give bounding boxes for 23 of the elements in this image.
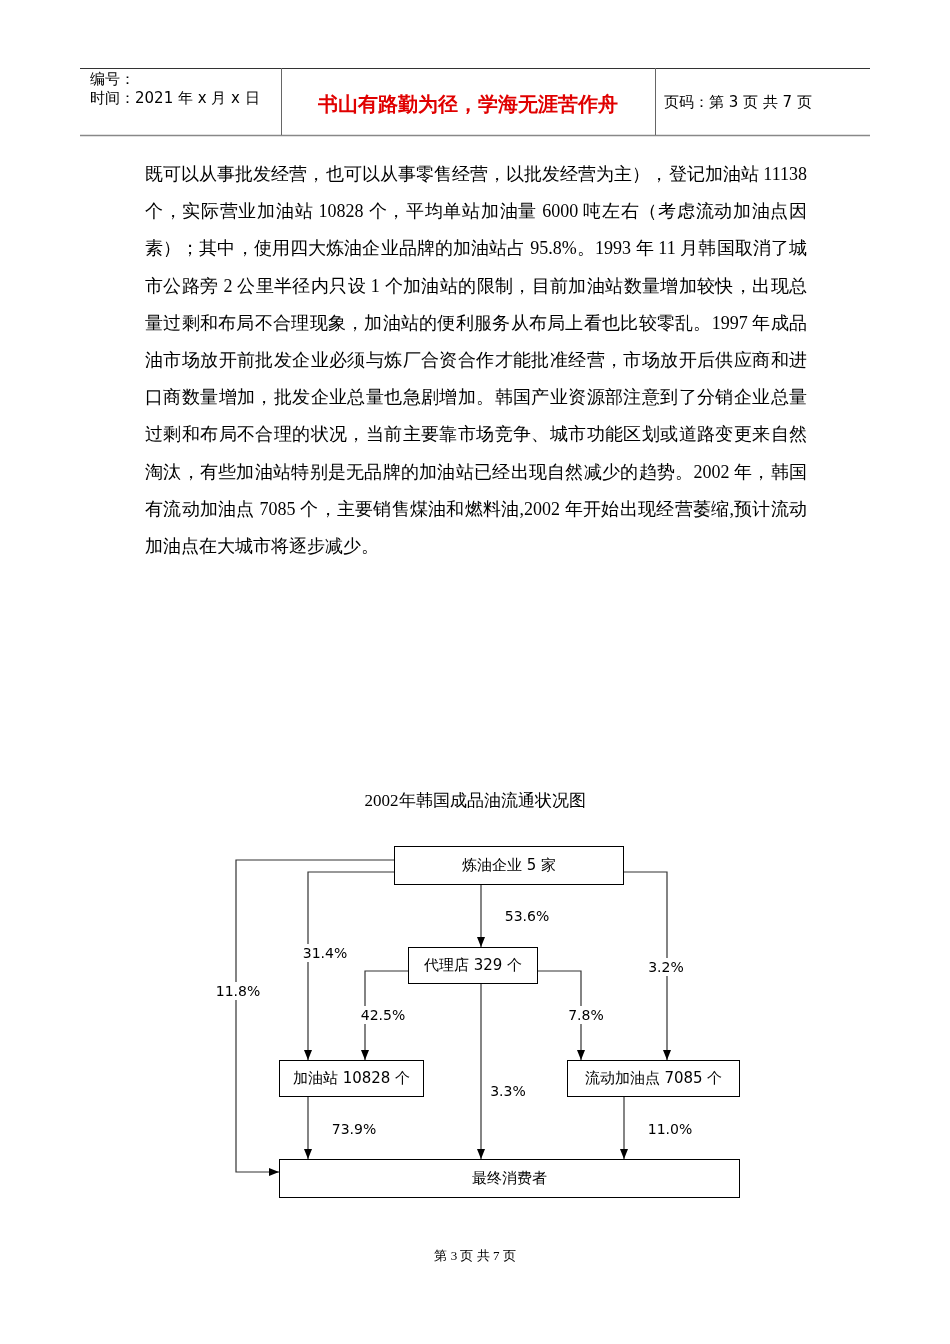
header-field: 编号： xyxy=(90,70,135,89)
edge-label: 42.5% xyxy=(358,1006,408,1024)
body-paragraph: 既可以从事批发经营，也可以从事零售经营，以批发经营为主），登记加油站 11138 个，实际营业加油站 10828 个，平均单站加油量 6000 吨左右（考虑流动加油点因素）；其中，使用四大炼油企业品牌的加油站占 95.8%。1993 年 11 月韩国取消了城市公路旁 2 公里半径内只设 1 个加油站的限制，目前加油站数量增加较快，出现总量过剩和布局不合理现象，加油站的便利服务从布局上看也比较零乱。1997 年成品油市场放开前批发企业必须与炼厂合资合作才能批准经营，市场放开后供应商和进口商数量增加，批发企业总量也急剧增加。韩国产业资源部注意到了分销企业总量过剩和布局不合理的状况，当前主要靠市场竞争、城市功能区划或道路变更来自然淘汰，有些加油站特别是无品牌的加油站已经出现自然减少的趋势。2002 年，韩国有流动加油点 7085 个，主要销售煤油和燃料油,2002 年开始出现经营萎缩,预计流动加油点在大城市将逐步减少。 xyxy=(145,163,807,559)
process-box: 加油站 10828 个 xyxy=(279,1060,424,1097)
arrow xyxy=(477,983,485,1160)
page-number: 页码：第 3 页 共 7 页 xyxy=(664,93,812,112)
arrow xyxy=(235,859,395,1176)
header-motto: 书山有路勤为径，学海无涯苦作舟 xyxy=(317,91,619,118)
process-box: 炼油企业 5 家 xyxy=(394,846,624,885)
process-box: 流动加油点 7085 个 xyxy=(567,1060,740,1097)
diagram-title: 2002年韩国成品油流通状况图 xyxy=(363,790,587,812)
header-field: 时间：2021 年 x 月 x 日 xyxy=(90,89,260,108)
arrow xyxy=(477,884,485,948)
arrow xyxy=(304,871,395,1061)
edge-label: 7.8% xyxy=(566,1006,606,1024)
process-box: 代理店 329 个 xyxy=(408,947,538,984)
edge-label: 31.4% xyxy=(300,944,350,962)
edge-label: 3.2% xyxy=(646,958,686,976)
process-box: 最终消费者 xyxy=(279,1159,740,1198)
page-footer: 第 3 页 共 7 页 xyxy=(0,1247,950,1265)
arrow xyxy=(304,1096,312,1160)
arrow xyxy=(620,1096,628,1160)
arrow xyxy=(623,871,671,1061)
